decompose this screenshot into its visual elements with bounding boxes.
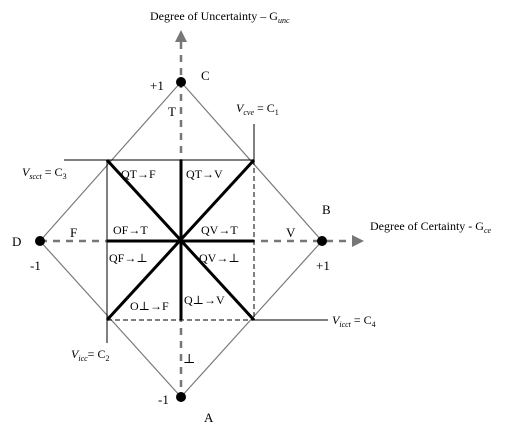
vertex-a-label: A [204,410,214,425]
state-t: T [168,104,176,119]
region-ob-f: O⊥→F [130,299,169,313]
region-qb-v: Q⊥→V [184,293,225,307]
region-qv-bottom: QV→⊥ [199,251,240,265]
vertex-c-label: C [201,68,210,83]
tick-right: +1 [316,258,330,273]
limit-c3-label: Vscct = C3 [22,165,67,181]
tick-left: -1 [30,258,41,273]
state-bottom: ⊥ [183,351,195,366]
region-qt-v: QT→V [186,167,223,181]
region-qf-bottom: QF→⊥ [109,251,148,265]
vertex-b-dot [317,236,327,246]
region-qt-f: QT→F [121,167,156,181]
vertex-b-label: B [322,202,331,217]
region-of-t: OF→T [113,223,148,237]
vertex-d-dot [35,236,45,246]
state-f: F [70,225,77,240]
vertex-a-dot [176,392,186,402]
limit-c2-label: Vicc= C2 [71,347,109,363]
region-qv-t: QV→T [201,223,238,237]
uncertainty-axis-title: Degree of Uncertainty – Gunc [150,9,290,25]
vertex-c-dot [176,77,186,87]
tick-top: +1 [150,78,164,93]
limit-c1-label: Vcve = C1 [236,101,279,117]
tick-bottom: -1 [158,392,169,407]
limit-c4-label: Vicct = C4 [332,313,376,329]
vertex-d-label: D [12,234,21,249]
certainty-axis-title: Degree of Certainty - Gce [370,219,492,235]
state-v: V [286,225,296,240]
